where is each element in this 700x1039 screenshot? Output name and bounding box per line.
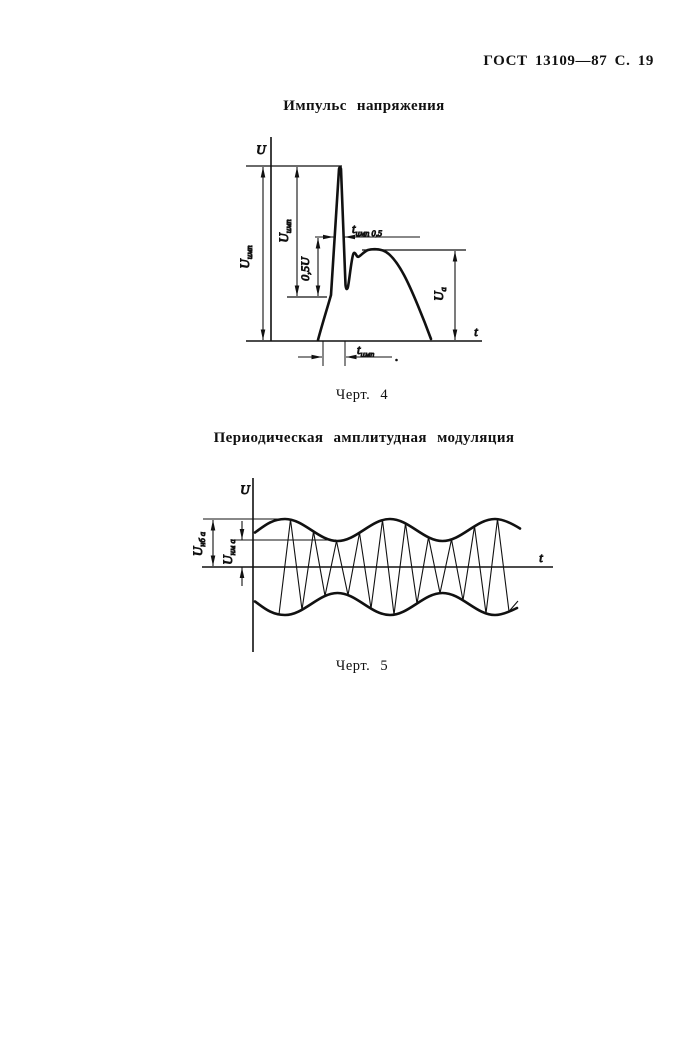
f5-label-unm-a: Uнм а [220,539,237,564]
f5-upper-envelope [253,517,522,543]
f4-label-uimp-inner: Uимп [276,219,293,242]
f4-label-timp: tимп [357,343,374,359]
figure4-caption: Черт. 4 [335,387,389,403]
f4-x-axis-label: t [474,325,478,339]
f4-label-uimp-outer: Uимп [237,245,254,268]
f4-label-ua: Uа [431,287,448,301]
figure5-title: Периодическая амплитудная модуляция [213,430,515,446]
f5-carrier-zigzag [278,518,519,616]
figure5-caption: Черт. 5 [335,658,389,674]
f5-label-unb-a: Uнб а [190,532,207,556]
f4-label-half-u: 0,5U [298,256,312,281]
figure4-diagram: U t Uимп Uимп 0,5U tимп 0,5 Uа tимп [237,137,482,366]
f4-pulse-curve [316,165,433,342]
f5-y-axis-label: U [240,482,251,497]
figure5-diagram: U t Uнб а Uнм а [190,478,553,652]
page-header: ГОСТ 13109—87 С. 19 [483,53,654,69]
f4-y-axis-label: U [256,142,267,157]
figure4-title: Импульс напряжения [283,98,445,114]
f5-x-axis-label: t [539,551,543,565]
f4-label-timp05: tимп 0,5 [352,222,382,238]
f4-timp-end-dot [395,358,398,362]
f5-lower-envelope [253,591,519,617]
